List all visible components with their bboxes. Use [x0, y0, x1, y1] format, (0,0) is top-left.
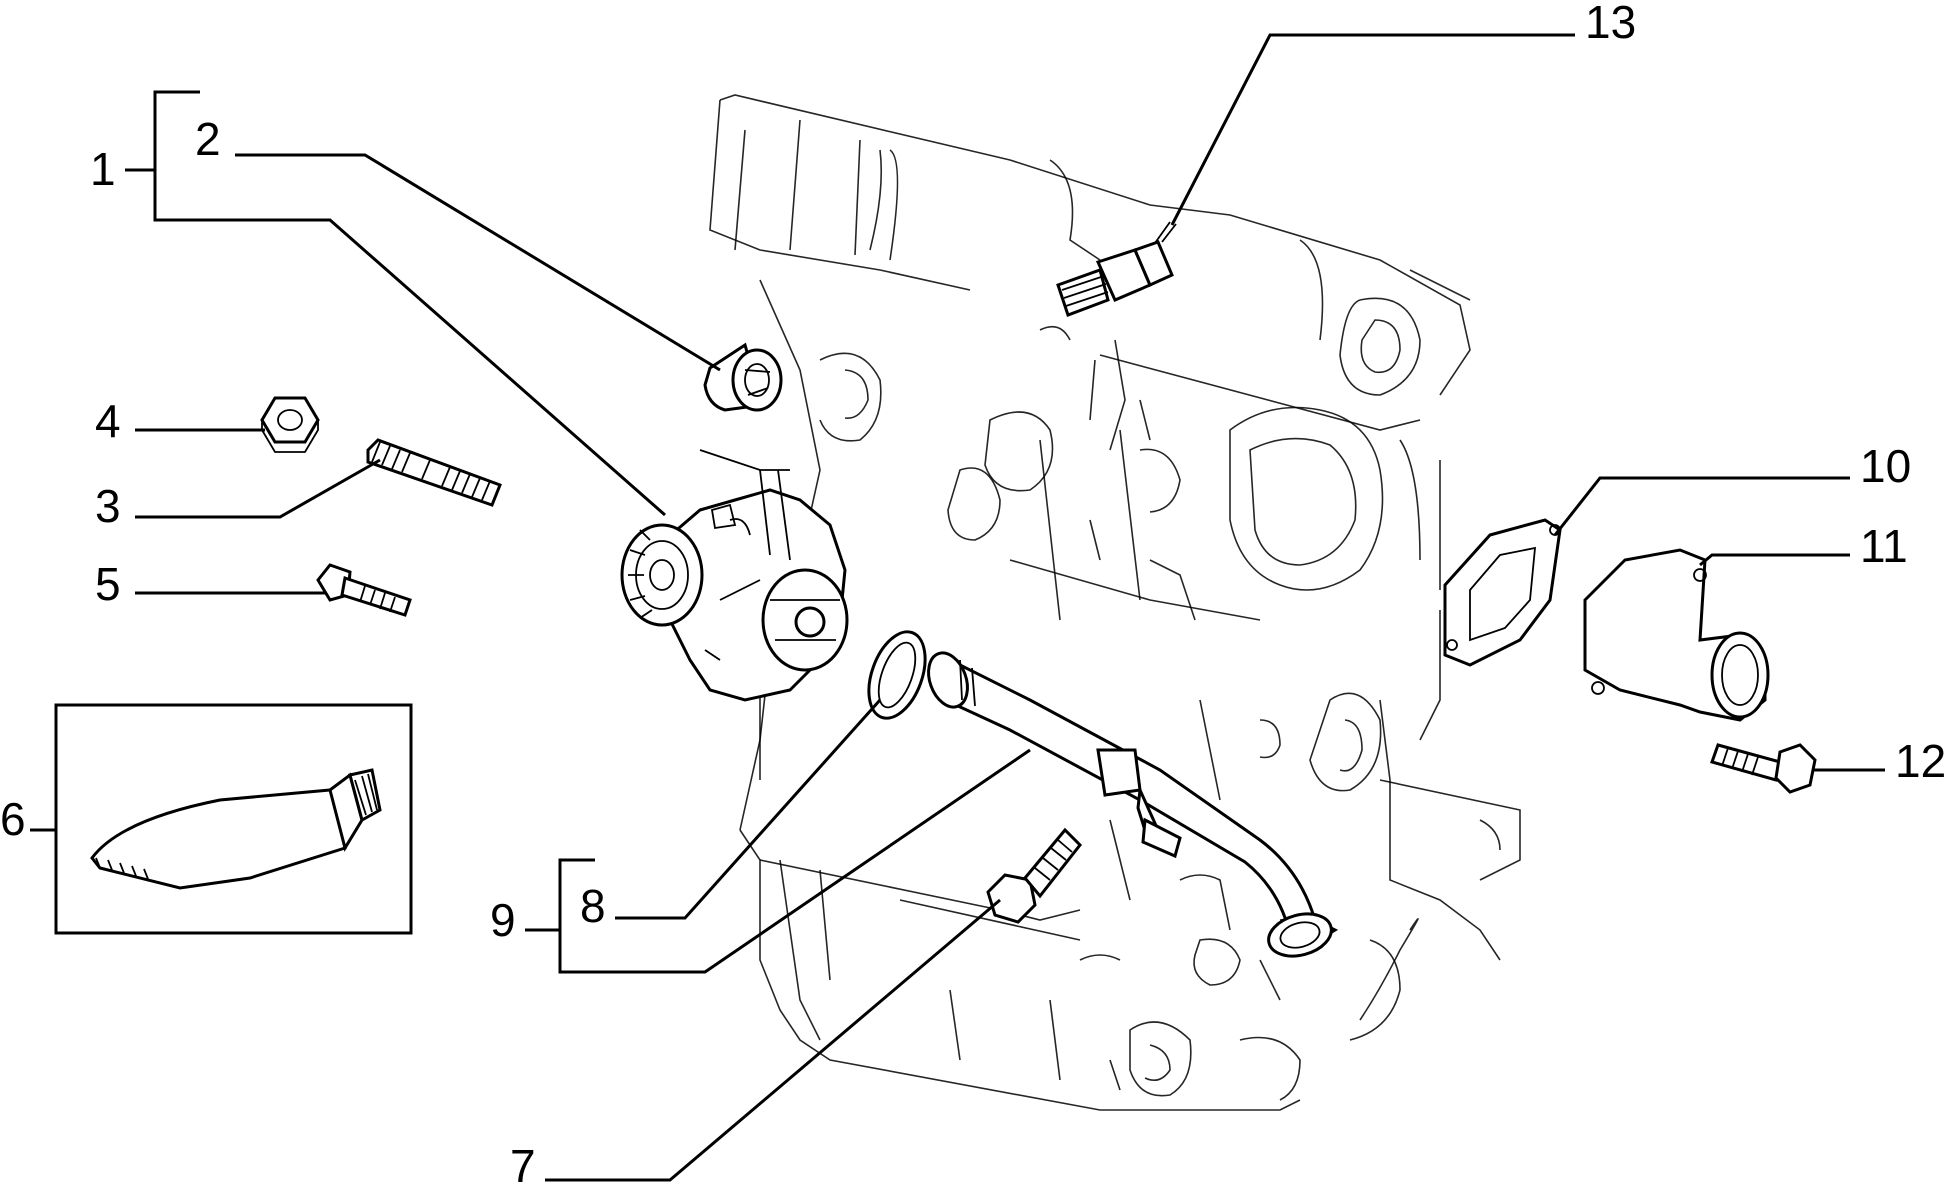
leader-lines [30, 33, 1885, 1182]
part-4-nut [260, 396, 320, 453]
part-7-bolt [986, 827, 1083, 924]
part-8-o-ring [867, 630, 927, 720]
callout-6: 6 [0, 793, 26, 845]
part-9-coolant-pipe [927, 651, 1339, 958]
part-11-thermostat-housing [1583, 548, 1770, 722]
callout-7: 7 [510, 1140, 536, 1185]
engine-block [709, 94, 1521, 1111]
callout-1: 1 [90, 143, 116, 195]
part-6-sealant-box [54, 703, 413, 935]
callout-5: 5 [95, 558, 121, 610]
callout-11: 11 [1860, 520, 1908, 572]
callout-10: 10 [1860, 440, 1911, 492]
callout-9: 9 [490, 894, 516, 946]
part-2-bush [703, 342, 783, 412]
part-12-bolt [1710, 743, 1817, 794]
callout-2: 2 [195, 113, 221, 165]
callout-4: 4 [95, 395, 121, 447]
part-3-stud [366, 438, 502, 507]
callout-13: 13 [1585, 0, 1636, 48]
callout-8: 8 [580, 880, 606, 932]
part-10-gasket [1443, 518, 1562, 667]
callout-12: 12 [1895, 735, 1946, 787]
part-5-bolt [316, 563, 412, 617]
part-13-temperature-sender [1056, 221, 1177, 317]
part-1-water-pump [620, 449, 849, 702]
callout-3: 3 [95, 480, 121, 532]
